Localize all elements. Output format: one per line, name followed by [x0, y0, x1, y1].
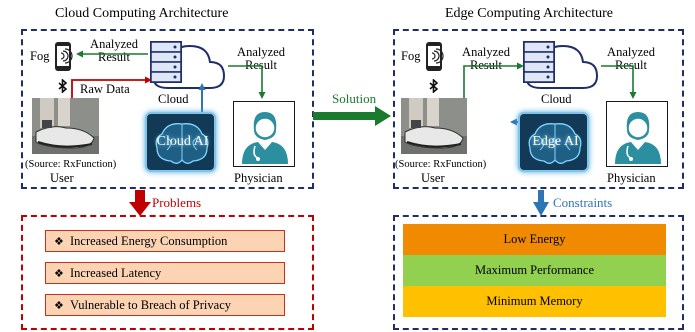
constraint-item: Low Energy [403, 224, 666, 255]
constraint-item: Minimum Memory [403, 286, 666, 317]
physician-icon-edge [615, 112, 661, 164]
brain-icon [155, 123, 209, 164]
constraints-panel [393, 215, 684, 330]
phone-icon [55, 42, 73, 71]
fog-label-edge: Fog [401, 49, 421, 63]
bluetooth-icon-edge [429, 79, 439, 93]
physician-box [233, 101, 295, 167]
physician-label-edge: Physician [607, 171, 656, 185]
problem-item: ❖Increased Latency [45, 262, 285, 284]
constraints-label: Constraints [553, 195, 613, 210]
edge-arrows [463, 62, 637, 126]
problem-item: ❖Increased Energy Consumption [45, 230, 285, 252]
constraints-arrow [533, 190, 549, 216]
solution-label: Solution [332, 91, 377, 106]
brain-icon-edge [528, 123, 582, 164]
solution-arrow [313, 106, 391, 126]
phone-icon-edge [426, 42, 444, 71]
source-label: (Source: RxFunction) [25, 159, 117, 170]
bluetooth-icon [58, 79, 68, 93]
edge-ai-label: Edge AI [532, 134, 579, 149]
cloud-icon [150, 41, 226, 89]
edge-ai-box: Edge AI [518, 112, 589, 172]
raw-data-label: Raw Data [80, 82, 130, 96]
constraint-item: Maximum Performance [403, 255, 666, 286]
problems-label: Problems [152, 195, 202, 210]
cloud-ai-label: Cloud AI [156, 134, 209, 149]
problem-item: ❖Vulnerable to Breach of Privacy [45, 294, 285, 316]
problems-arrow [129, 190, 151, 216]
cloud-arrows [71, 50, 266, 125]
edge-architecture-panel [393, 29, 684, 189]
cloud-ai-box: Cloud AI [145, 112, 216, 172]
physician-label: Physician [234, 171, 283, 185]
fog-label: Fog [30, 49, 50, 63]
cloud-icon-edge [523, 41, 599, 89]
user-shoe-photo [32, 98, 99, 154]
problems-panel [21, 215, 314, 330]
user-label-edge: User [421, 171, 445, 185]
user-label: User [50, 171, 74, 185]
cloud-architecture-title: Cloud Computing Architecture [55, 6, 229, 21]
cloud-label-edge: Cloud [541, 92, 572, 106]
cloud-architecture-panel [21, 29, 314, 189]
physician-box-edge [606, 101, 668, 167]
user-shoe-photo-edge [401, 98, 467, 154]
source-label-edge: (Source: RxFunction) [395, 159, 487, 170]
cloud-label: Cloud [158, 92, 189, 106]
edge-architecture-title: Edge Computing Architecture [445, 6, 613, 21]
physician-icon [242, 112, 288, 164]
